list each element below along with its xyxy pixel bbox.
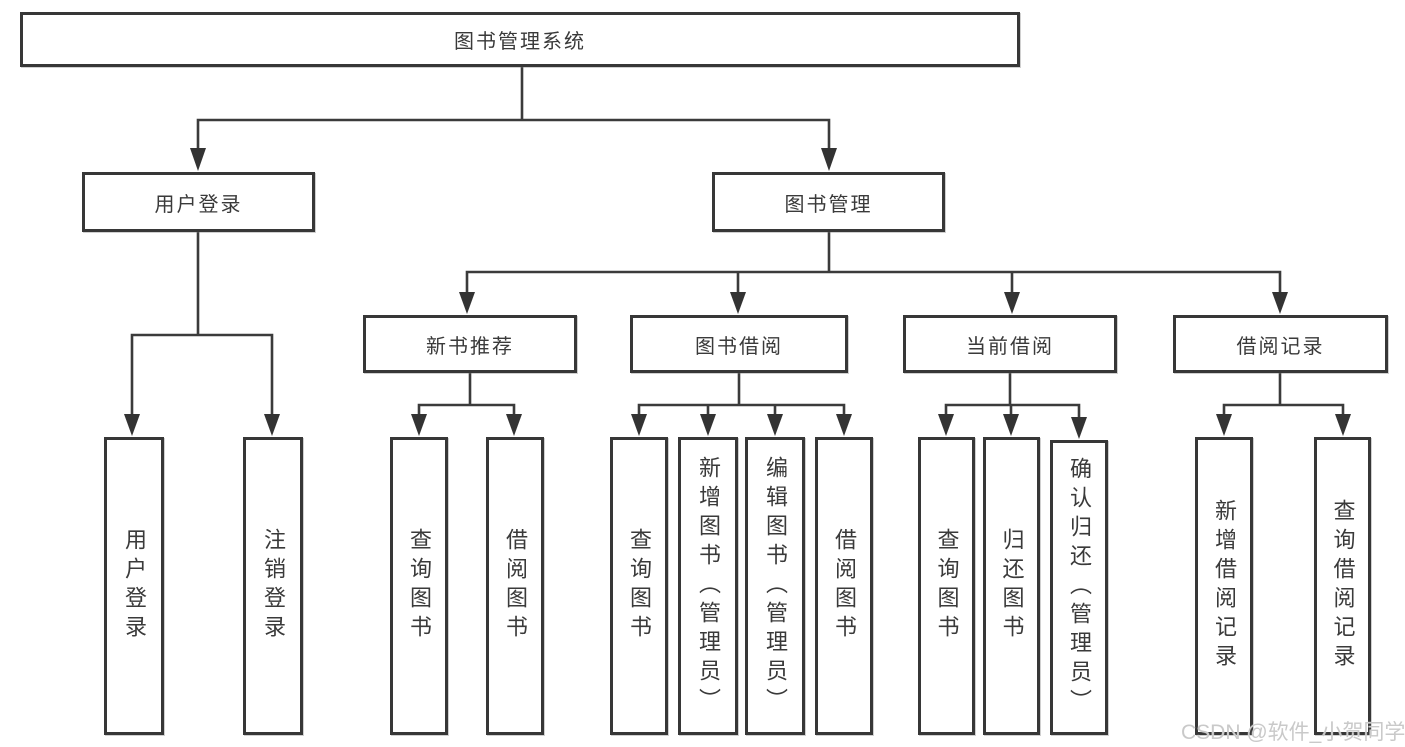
node-new-book-recommend-label: 新书推荐: [426, 335, 514, 358]
leaf-add-borrow-record-label: 新增借阅记录: [1212, 499, 1237, 673]
leaf-borrow-books: 借阅图书: [815, 437, 873, 735]
leaf-return-books: 归还图书: [983, 437, 1040, 735]
leaf-query-borrow-record: 查询借阅记录: [1314, 437, 1371, 735]
connector-lines: [130, 65, 1345, 421]
leaf-borrow-books-recommend-label: 借阅图书: [503, 528, 528, 644]
leaf-query-books-current: 查询图书: [918, 437, 975, 735]
leaf-borrow-books-recommend: 借阅图书: [486, 437, 544, 735]
node-user-login-label: 用户登录: [154, 193, 243, 216]
node-new-book-recommend: 新书推荐: [363, 315, 577, 373]
leaf-query-books-borrow: 查询图书: [610, 437, 668, 735]
leaf-logout: 注销登录: [243, 437, 303, 735]
leaf-query-books-current-label: 查询图书: [934, 528, 960, 644]
arrowhead-icons: [124, 148, 1351, 439]
leaf-return-books-label: 归还图书: [999, 528, 1025, 644]
leaf-query-books-recommend-label: 查询图书: [407, 528, 432, 644]
node-root-label: 图书管理系统: [454, 31, 586, 53]
leaf-borrow-books-label: 借阅图书: [832, 528, 857, 644]
node-book-borrow: 图书借阅: [630, 315, 848, 373]
leaf-confirm-return-admin: 确认归还（管理员）: [1050, 440, 1108, 735]
leaf-confirm-return-admin-label: 确认归还（管理员）: [1067, 457, 1092, 718]
node-current-borrow-label: 当前借阅: [966, 335, 1054, 358]
leaf-add-borrow-record: 新增借阅记录: [1195, 437, 1253, 735]
leaf-query-books-recommend: 查询图书: [390, 437, 448, 735]
node-book-borrow-label: 图书借阅: [695, 335, 783, 358]
node-user-login: 用户登录: [82, 172, 315, 232]
leaf-user-login: 用户登录: [104, 437, 164, 735]
leaf-logout-label: 注销登录: [261, 528, 286, 644]
leaf-edit-book-admin: 编辑图书（管理员）: [745, 437, 805, 735]
csdn-watermark: CSDN @软件_小贺同学: [1181, 721, 1405, 744]
leaf-query-books-borrow-label: 查询图书: [627, 528, 652, 644]
node-book-management: 图书管理: [712, 172, 945, 232]
leaf-user-login-label: 用户登录: [122, 528, 147, 644]
node-root: 图书管理系统: [20, 12, 1020, 67]
node-current-borrow: 当前借阅: [903, 315, 1117, 373]
leaf-add-book-admin: 新增图书（管理员）: [678, 437, 738, 735]
node-book-management-label: 图书管理: [784, 193, 873, 216]
leaf-add-book-admin-label: 新增图书（管理员）: [696, 455, 721, 717]
node-borrow-records-label: 借阅记录: [1236, 335, 1325, 358]
leaf-edit-book-admin-label: 编辑图书（管理员）: [763, 455, 788, 717]
leaf-query-borrow-record-label: 查询借阅记录: [1330, 499, 1356, 673]
node-borrow-records: 借阅记录: [1173, 315, 1388, 373]
